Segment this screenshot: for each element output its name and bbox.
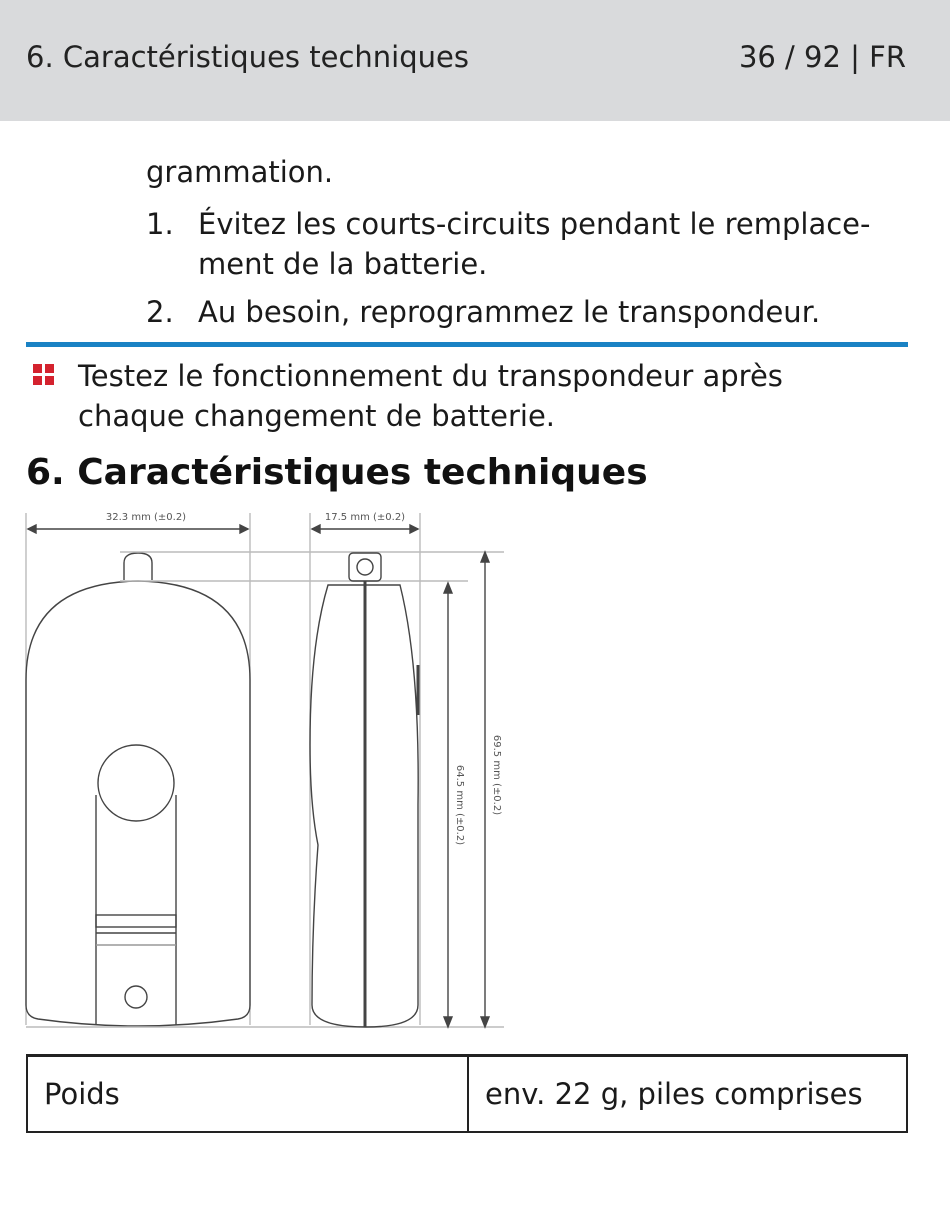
dimension-label-front-width: 32.3 mm (±0.2) xyxy=(106,512,186,523)
divider-rule xyxy=(26,342,908,347)
note-icon xyxy=(33,364,55,386)
step-number: 2. xyxy=(146,295,174,329)
technical-drawing: 32.3 mm (±0.2) 17.5 mm (±0.2) 64.5 mm (±… xyxy=(25,512,504,1029)
step-text: Évitez les courts-circuits pendant le re… xyxy=(198,207,871,281)
spec-table: Poids env. 22 g, piles comprises xyxy=(26,1054,908,1133)
header-page-number: 36 / 92 | FR xyxy=(738,40,906,74)
step-text: Au besoin, reprogrammez le transpondeur. xyxy=(198,295,821,329)
dimension-label-side-width: 17.5 mm (±0.2) xyxy=(325,512,405,523)
dimension-label-total-height: 69.5 mm (±0.2) xyxy=(491,735,502,815)
section-heading: 6. Caractéristiques techniques xyxy=(26,452,648,493)
step-number: 1. xyxy=(146,207,174,241)
header-section-title: 6. Caractéristiques techniques xyxy=(26,40,469,74)
continuation-text: grammation. xyxy=(146,155,334,189)
note-text: Testez le fonctionnement du transpondeur… xyxy=(78,359,783,433)
page-header: 6. Caractéristiques techniques 36 / 92 |… xyxy=(0,0,950,121)
spec-label: Poids xyxy=(28,1057,469,1131)
spec-value: env. 22 g, piles comprises xyxy=(485,1077,863,1111)
dimension-label-body-height: 64.5 mm (±0.2) xyxy=(454,765,465,845)
